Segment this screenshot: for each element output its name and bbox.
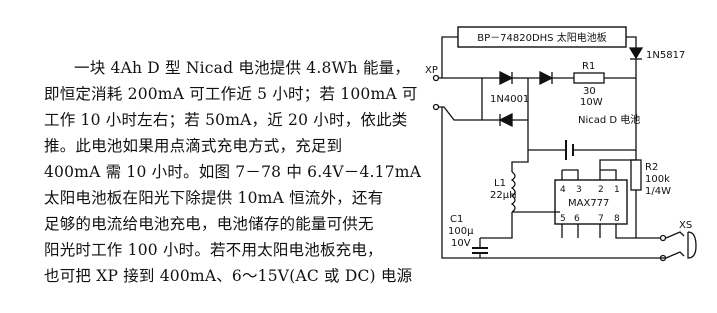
panel-right-wire [626, 36, 637, 48]
capacitor-value: 100μ [448, 226, 474, 237]
resistor-r2 [630, 159, 642, 191]
r2-label: R2 [645, 162, 658, 173]
text-line: 即恒定消耗 200mA 可工作近 5 小时；若 100mA 可 [44, 85, 418, 103]
xp-label: XP [425, 65, 438, 76]
ic-pin-wires-bottom [561, 224, 636, 239]
xs-label: XS [679, 220, 692, 231]
ic-pin-3: 3 [576, 185, 582, 195]
ic-pin-5: 5 [560, 214, 566, 224]
diode-1n5817 [628, 47, 644, 86]
inductor-wire-top [511, 150, 529, 172]
r1-value: 30 [583, 86, 596, 97]
battery-nicad [528, 140, 636, 160]
ic-label: MAX777 [568, 198, 609, 209]
capacitor-label: C1 [450, 214, 463, 225]
xs-connector [665, 231, 697, 259]
inductor-label: L1 [494, 178, 506, 189]
solar-panel-label: BP－74820DHS 太阳电池板 [477, 31, 606, 44]
diode-1n4001-label: 1N4001 [490, 94, 529, 105]
ic-max777 [554, 179, 628, 225]
ground-rail [441, 107, 666, 259]
xp-terminal-bottom [432, 103, 440, 111]
text-line: 400mA 需 10 小时。如图 7－78 中 6.4V－4.17mA [44, 163, 422, 181]
text-line: 太阳电池板在阳光下除提供 10mA 恒流外，还有 [44, 189, 384, 207]
ic-pin-1: 1 [614, 185, 620, 195]
text-line: 足够的电流给电池充电，电池储存的能量可供无 [44, 215, 374, 233]
body-paragraph: 一块 4Ah D 型 Nicad 电池提供 4.8Wh 能量， 即恒定消耗 20… [44, 55, 422, 289]
capacitor-c1 [472, 238, 488, 258]
text-line: 阳光时工作 100 小时。若不用太阳电池板充电， [44, 241, 383, 259]
xp-terminal-top [432, 74, 440, 82]
diode-bridge-1n4001 [481, 70, 554, 150]
r1-label: R1 [582, 61, 595, 72]
inductor-value: 22μH [490, 190, 517, 201]
ic-pin-7: 7 [598, 214, 604, 224]
text-line: 推。此电池如果用点滴式充电方式，充足到 [44, 137, 343, 155]
r2-power: 1/4W [645, 186, 671, 197]
resistor-r1 [573, 72, 605, 84]
ic-pin-4: 4 [560, 185, 566, 195]
capacitor-lead-top [480, 212, 513, 239]
battery-label: Nicad D 电池 [578, 113, 640, 126]
inductor-l1 [510, 171, 516, 213]
text-line: 工作 10 小时左右；若 50mA，近 20 小时，依此类 [44, 111, 408, 129]
r1-power: 10W [580, 97, 603, 108]
text-line: 也可把 XP 接到 400mA、6～15V(AC 或 DC) 电源 [44, 267, 413, 285]
ic-pin-wires-top [561, 159, 636, 180]
xs-terminal-top [659, 234, 667, 242]
ic-pin-8: 8 [614, 214, 620, 224]
r2-value: 100k [645, 174, 670, 185]
ic-pin-6: 6 [574, 214, 580, 224]
panel-left-wire [441, 36, 458, 78]
xs-terminal-bottom [659, 254, 667, 262]
xp-bottom-wire [438, 106, 482, 121]
text-line: 一块 4Ah D 型 Nicad 电池提供 4.8Wh 能量， [74, 59, 411, 77]
capacitor-voltage: 10V [451, 238, 471, 249]
diode-1n5817-label: 1N5817 [646, 50, 685, 61]
ic-pin-2: 2 [598, 185, 604, 195]
